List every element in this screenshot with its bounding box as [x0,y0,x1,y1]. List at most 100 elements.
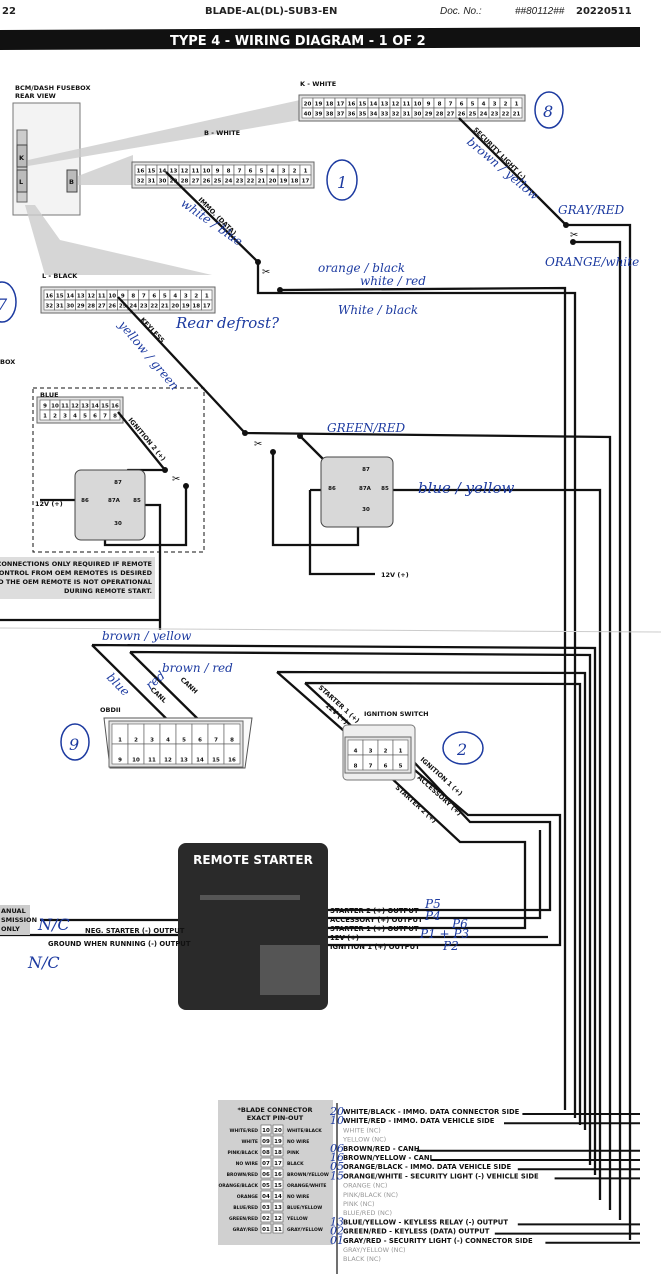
remote-starter-highlight [200,895,300,900]
pinout-right-color: NO WIRE [287,1194,309,1200]
svg-text:✂: ✂ [172,474,180,485]
svg-text:blue: blue [104,670,133,699]
pin-number: 16 [348,102,356,108]
blade-wire-pin-note: 16 [330,1151,344,1164]
pinout-subtitle: EXACT PIN-OUT [247,1114,304,1122]
pin-number: 2 [504,102,508,108]
pin-number: 2 [134,738,138,744]
pin-number: 5 [83,414,87,420]
pin-number: 13 [381,102,389,108]
svg-text:AND THE OEM REMOTE IS NOT OPER: AND THE OEM REMOTE IS NOT OPERATIONAL [0,578,152,586]
pin-number: 9 [216,169,220,175]
pin-number: 29 [77,304,85,310]
pinout-pin-a: 01 [262,1227,270,1233]
pinout-right-color: BLACK [287,1161,304,1167]
pinout-pin-a: 07 [262,1161,270,1167]
l-black-label: L - BLACK [42,272,78,280]
pinout-pin-a: 08 [262,1150,270,1156]
manual-box-line: ONLY [1,925,20,933]
pin-number: 12 [71,404,79,410]
blade-wire-label: ORANGE/WHITE - SECURITY LIGHT (-) VEHICL… [343,1172,539,1180]
svg-text:STARTER 2 (+) OUTPUT: STARTER 2 (+) OUTPUT [330,907,419,915]
pin-number: 39 [315,112,323,118]
pin-number: 19 [182,304,190,310]
svg-text:Rear defrost?: Rear defrost? [175,314,280,332]
pinout-pin-b: 11 [274,1227,282,1233]
pinout-left-color: GRAY/RED [233,1227,259,1233]
pin-number: 18 [326,102,334,108]
blade-wire-label: PINK/BLACK (NC) [343,1191,398,1199]
pin-number: 7 [142,294,146,300]
blade-wire-label: BROWN/RED - CANH [343,1145,420,1153]
svg-text:87: 87 [114,480,122,486]
fusebox-title: BCM/DASH FUSEBOX [15,84,90,92]
pin-number: 31 [148,179,156,185]
blade-wire-label: ORANGE/BLACK - IMMO. DATA VEHICLE SIDE [343,1163,512,1171]
svg-text:brown / red: brown / red [162,661,233,675]
pin-number: 23 [140,304,148,310]
blade-wire-list: WHITE/BLACK - IMMO. DATA CONNECTOR SIDE2… [329,1105,640,1263]
blade-wire-label: BROWN/YELLOW - CANL [343,1154,435,1162]
fusebox-slot-b: B [69,178,74,186]
blade-wire-label: YELLOW (NC) [342,1136,386,1144]
pin-number: 17 [337,102,345,108]
relay2-12v-label: 12V (+) [381,571,409,579]
neg-starter-output: NEG. STARTER (-) OUTPUT [85,927,185,935]
pin-number: 36 [348,112,356,118]
svg-text:P6: P6 [451,917,468,931]
pin-number: 31 [403,112,411,118]
pin-cell [392,754,409,771]
svg-text:P4: P4 [424,909,441,923]
remote-starter-connector [260,945,320,995]
pin-number: 4 [173,294,177,300]
svg-text:87: 87 [362,467,370,473]
pin-number: 16 [137,169,145,175]
note-box [0,557,155,599]
pin-number: 14 [91,404,99,410]
svg-text:blue / yellow: blue / yellow [418,479,515,497]
manual-box-line: ANUAL [1,907,26,915]
svg-text:2: 2 [456,740,467,759]
manual-transmission-box [0,905,30,935]
pinout-pin-a: 02 [262,1216,270,1222]
svg-text:1: 1 [337,173,347,192]
pinout-left-color: PINK/BLACK [228,1150,259,1156]
pin-number: 8 [438,102,442,108]
svg-text:ACCESSORY (+) OUTPUT: ACCESSORY (+) OUTPUT [330,916,423,924]
pin-number: 27 [192,179,200,185]
pin-number: 23 [236,179,244,185]
k-white-label: K - WHITE [300,80,336,88]
svg-text:86: 86 [81,498,89,504]
blade-wire-label: WHITE (NC) [343,1126,381,1134]
pinout-right-color: PINK [287,1150,300,1156]
pin-number: 26 [108,304,116,310]
pin-number: 20 [269,179,277,185]
svg-text:87A: 87A [108,498,121,504]
pin-number: 8 [230,738,234,744]
pin-number: 4 [271,169,275,175]
pinout-left-color: BROWN/RED [227,1172,259,1178]
pin-number: 29 [425,112,433,118]
blade-wire-pin-note: 13 [330,1215,344,1228]
pin-number: 11 [61,404,69,410]
pinout-right-color: ORANGE/WHITE [287,1183,327,1189]
pin-cell [299,174,312,186]
pin-number: 3 [493,102,497,108]
pin-number: 6 [198,738,202,744]
pin-number: 1 [515,102,519,108]
pin-number: 21 [161,304,169,310]
relay-2: 87 86 87A 85 30 [320,456,394,528]
pinout-pin-b: 15 [274,1183,282,1189]
pin-number: 30 [159,179,167,185]
ground-when-running-output: GROUND WHEN RUNNING (-) OUTPUT [48,940,191,948]
note-text: CONNECTIONS ONLY REQUIRED IF REMOTE STAR… [0,560,153,595]
pin-number: 8 [354,764,358,770]
svg-text:87A: 87A [359,486,372,492]
fusebox-slot-k: K [19,154,25,162]
pin-number: 29 [170,179,178,185]
pin-number: 34 [370,112,378,118]
pin-number: 21 [513,112,521,118]
svg-text:DURING REMOTE START.: DURING REMOTE START. [64,587,152,595]
pin-number: 9 [118,758,122,764]
